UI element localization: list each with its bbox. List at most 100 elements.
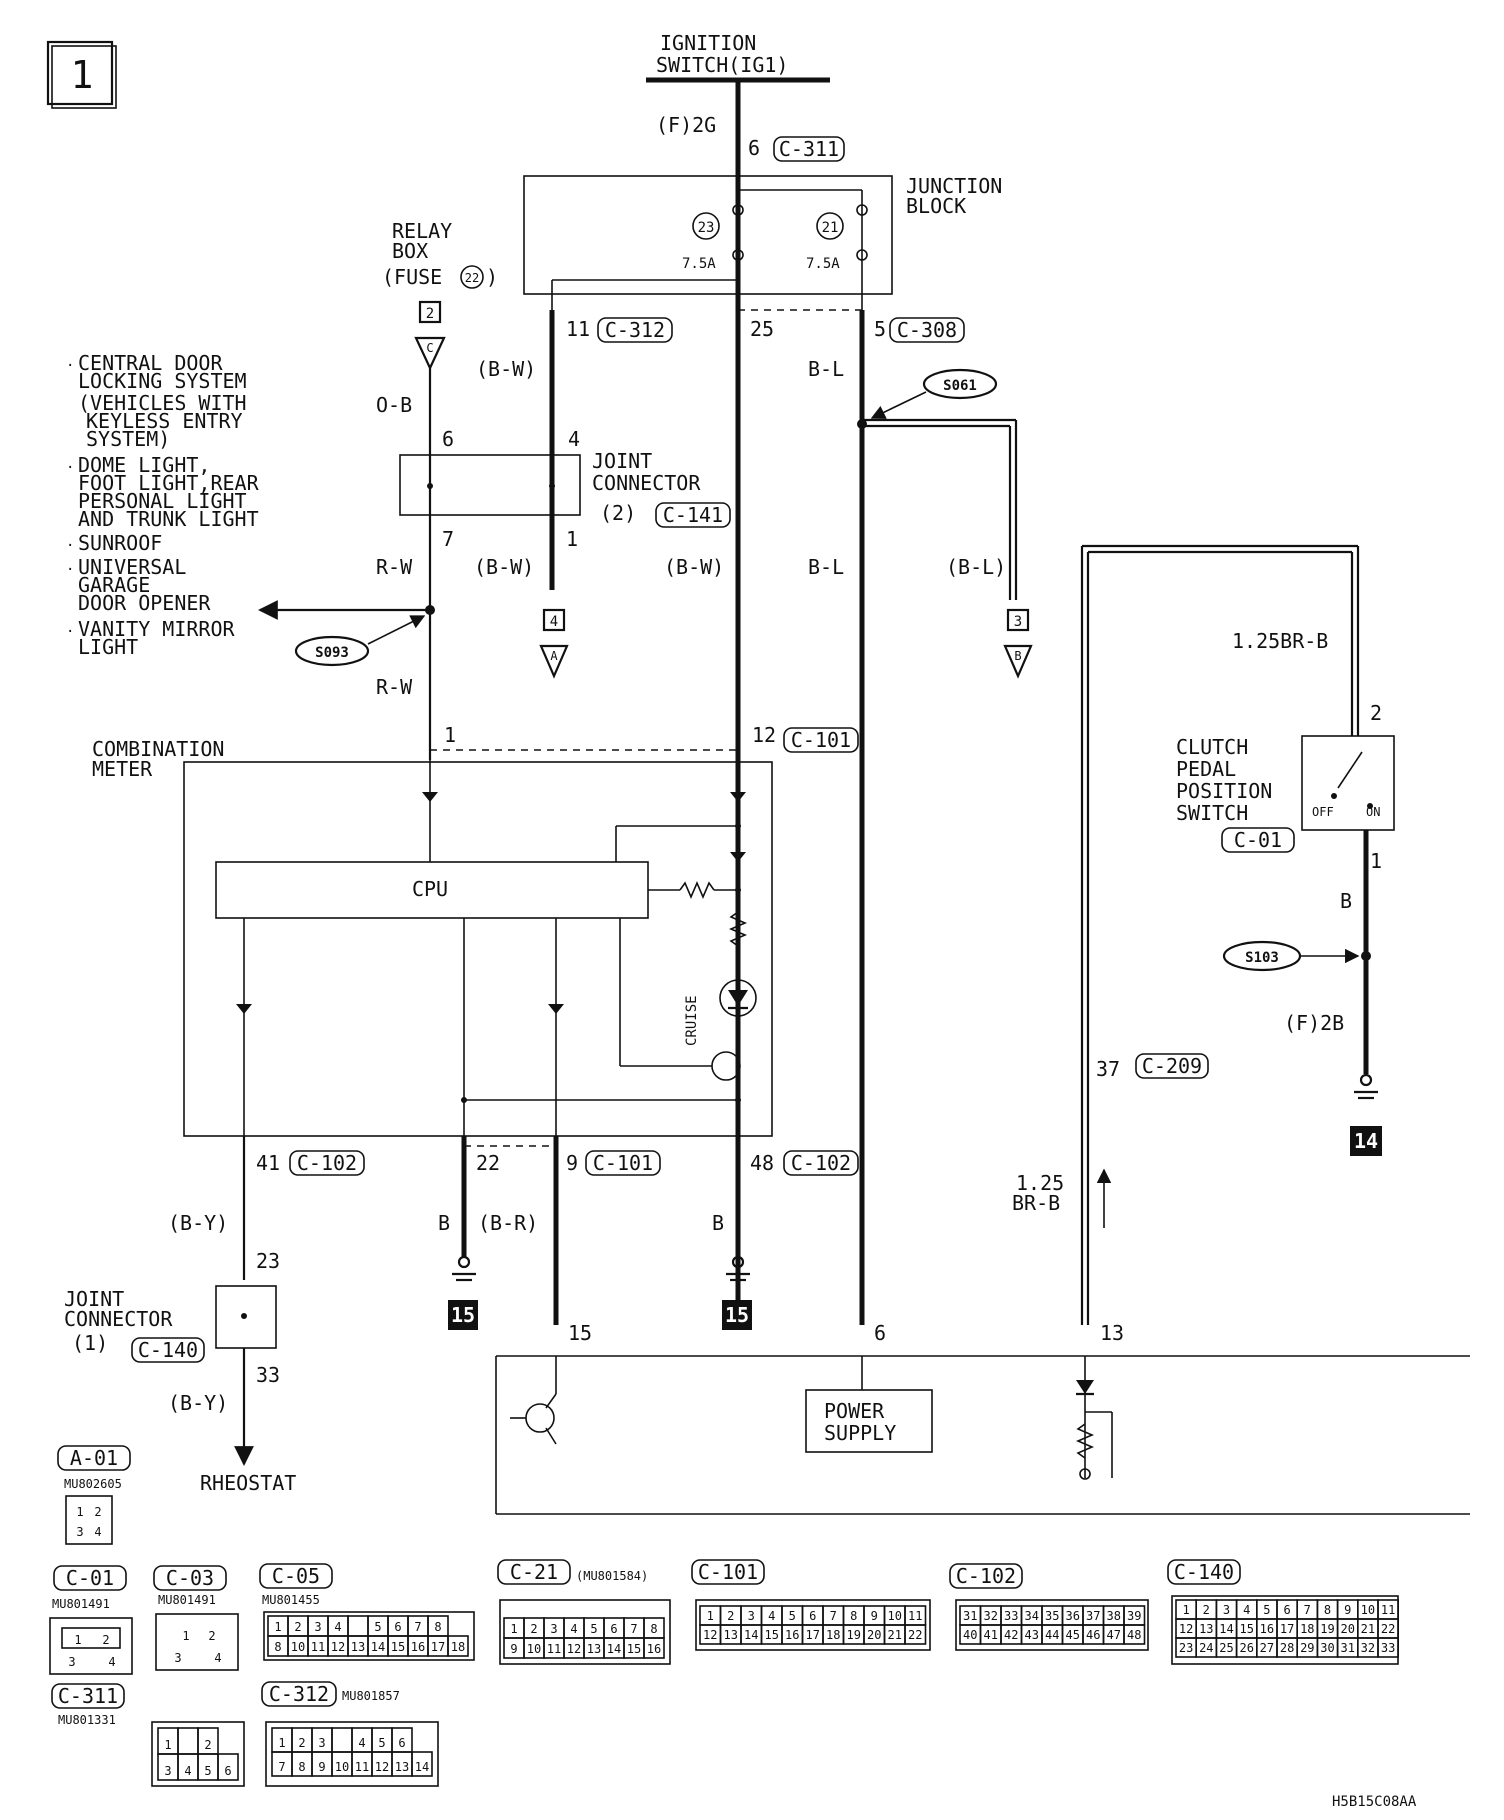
c101-pin-label: 14 bbox=[744, 1628, 758, 1642]
a01-name: A-01 bbox=[70, 1446, 118, 1470]
meter-pin-9: 9 bbox=[566, 1151, 578, 1175]
c05-pin-label: 14 bbox=[371, 1640, 385, 1654]
meter-pin-1: 1 bbox=[444, 723, 456, 747]
c311-pin-label: 4 bbox=[184, 1764, 191, 1778]
relay-label-3-end: ) bbox=[486, 265, 498, 289]
c21-pin-label: 3 bbox=[550, 1622, 557, 1636]
note-1b: LOCKING SYSTEM bbox=[78, 369, 247, 393]
c102-pin-label: 37 bbox=[1086, 1609, 1100, 1623]
c102-pin-label: 38 bbox=[1107, 1609, 1121, 1623]
c05-pin-cell bbox=[447, 1635, 469, 1657]
c21-pin-label: 13 bbox=[587, 1642, 601, 1656]
ecu-pin-15: 15 bbox=[568, 1321, 592, 1345]
wire-brb-2b: BR-B bbox=[1012, 1191, 1060, 1215]
fuse-23-rating: 7.5A bbox=[682, 256, 716, 272]
c05-pin-label: 2 bbox=[294, 1620, 301, 1634]
c312-pin-label: 1 bbox=[278, 1736, 285, 1750]
c312-pin-label: 2 bbox=[298, 1736, 305, 1750]
connector-c01: C-01 MU801491 1 2 3 4 bbox=[49, 1565, 133, 1675]
c140-pin-label: 18 bbox=[1300, 1622, 1314, 1636]
c311-pin-label: 1 bbox=[164, 1738, 171, 1752]
power-supply-label-2: SUPPLY bbox=[824, 1421, 896, 1445]
c01-part: MU801491 bbox=[52, 1597, 110, 1611]
note-5b: LIGHT bbox=[78, 635, 138, 659]
joint1-label-1: JOINT bbox=[64, 1287, 124, 1311]
c21-pin-label: 10 bbox=[527, 1642, 541, 1656]
c312-pin-label: 9 bbox=[318, 1760, 325, 1774]
note-2b: FOOT LIGHT,REAR bbox=[78, 471, 260, 495]
jb-out-pin-5: 5 bbox=[874, 317, 886, 341]
splice-s103: S103 bbox=[1245, 950, 1279, 966]
c311-pin-label: 5 bbox=[204, 1764, 211, 1778]
wire-f2b: (F)2B bbox=[1284, 1011, 1344, 1035]
c312-pin-label: 11 bbox=[355, 1760, 369, 1774]
splice-s061: S061 bbox=[943, 378, 977, 394]
c140-pin-label: 14 bbox=[1219, 1622, 1233, 1636]
c311-name: C-311 bbox=[58, 1684, 118, 1708]
splice-s093: S093 bbox=[315, 645, 349, 661]
c140-pin-label: 1 bbox=[1182, 1603, 1189, 1617]
c21-pin-label: 15 bbox=[627, 1642, 641, 1656]
svg-text:·: · bbox=[66, 538, 74, 554]
c102-pin-label: 34 bbox=[1025, 1609, 1039, 1623]
c101-pin-label: 15 bbox=[765, 1628, 779, 1642]
joint-connector-2: JOINT CONNECTOR (2) C-141 bbox=[399, 449, 731, 528]
c05-pin-label: 5 bbox=[374, 1620, 381, 1634]
c101-pin-label: 18 bbox=[826, 1628, 840, 1642]
c140-pin-label: 32 bbox=[1361, 1641, 1375, 1655]
c312-pin-label: 13 bbox=[395, 1760, 409, 1774]
ignition-label-1: IGNITION bbox=[660, 31, 756, 55]
c05-part: MU801455 bbox=[262, 1593, 320, 1607]
c140-pin-label: 13 bbox=[1199, 1622, 1213, 1636]
c140-pin-label: 23 bbox=[1179, 1641, 1193, 1655]
c140-pin-label: 30 bbox=[1320, 1641, 1334, 1655]
c05-pin-label: 1 bbox=[274, 1620, 281, 1634]
c101-pin-label: 1 bbox=[707, 1609, 714, 1623]
c102-pin-label: 32 bbox=[984, 1609, 998, 1623]
a01-part: MU802605 bbox=[64, 1477, 122, 1491]
c05-pin-label: 6 bbox=[394, 1620, 401, 1634]
c101-pin-label: 6 bbox=[809, 1609, 816, 1623]
c102-name: C-102 bbox=[956, 1564, 1016, 1588]
c140-pin-label: 12 bbox=[1179, 1622, 1193, 1636]
c21-pin-label: 5 bbox=[590, 1622, 597, 1636]
c140-pin-label: 9 bbox=[1344, 1603, 1351, 1617]
joint2-label-2: CONNECTOR bbox=[592, 471, 701, 495]
c101-name: C-101 bbox=[698, 1560, 758, 1584]
svg-text:·: · bbox=[66, 562, 74, 578]
c312-pin-label: 4 bbox=[358, 1736, 365, 1750]
c21-name: C-21 bbox=[510, 1560, 558, 1584]
rheostat-label: RHEOSTAT bbox=[200, 1471, 296, 1495]
c21-pin-label: 16 bbox=[647, 1642, 661, 1656]
joint2-pin-4: 4 bbox=[568, 427, 580, 451]
c140-pin-label: 3 bbox=[1223, 1603, 1230, 1617]
wire-by-1: (B-Y) bbox=[168, 1211, 228, 1235]
joint2-pin-7: 7 bbox=[442, 527, 454, 551]
c140-pin-label: 15 bbox=[1239, 1622, 1253, 1636]
wire-bl-2: B-L bbox=[808, 555, 844, 579]
c140-pin-label: 21 bbox=[1361, 1622, 1375, 1636]
c102-pin-label: 41 bbox=[984, 1628, 998, 1642]
c101-pin-label: 12 bbox=[703, 1628, 717, 1642]
c05-pin-label: 13 bbox=[351, 1640, 365, 1654]
c21-pin-label: 8 bbox=[650, 1622, 657, 1636]
c05-pin-label: 7 bbox=[414, 1620, 421, 1634]
c101-pin-label: 10 bbox=[888, 1609, 902, 1623]
wire-b-1: B bbox=[438, 1211, 450, 1235]
jb-out-pin-11: 11 bbox=[566, 317, 590, 341]
c21-pin-label: 4 bbox=[570, 1622, 577, 1636]
drawing-code: H5B15C08AA bbox=[1332, 1794, 1417, 1810]
c311-pin-cell bbox=[177, 1727, 199, 1755]
fuse-23-label: 23 bbox=[698, 220, 715, 236]
junction-label-1: JUNCTION bbox=[906, 174, 1002, 198]
c101-pin-label: 17 bbox=[806, 1628, 820, 1642]
wire-bl-3: (B-L) bbox=[946, 555, 1006, 579]
svg-text:·: · bbox=[66, 624, 74, 640]
ecu-box: 15 6 13 POWER SUPPLY bbox=[495, 1321, 1470, 1515]
c101-pin-cell bbox=[904, 1624, 927, 1645]
c311-pin-label: 3 bbox=[164, 1764, 171, 1778]
note-4c: DOOR OPENER bbox=[78, 591, 211, 615]
